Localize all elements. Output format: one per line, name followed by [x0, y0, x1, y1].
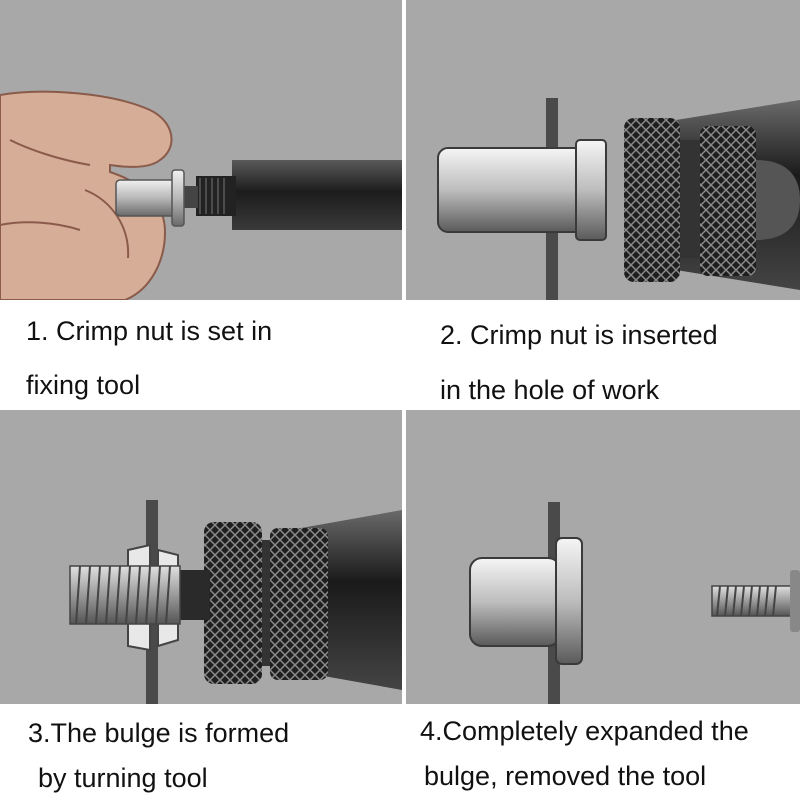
step-1-line-1: 1. Crimp nut is set in — [26, 316, 273, 346]
step-1-line-2: fixing tool — [26, 370, 141, 400]
hand — [0, 90, 173, 300]
removed-tool-screw — [711, 570, 800, 632]
tool-body — [170, 510, 402, 690]
step-3-illustration — [0, 410, 402, 704]
step-4-line-1: 4.Completely expanded the — [420, 716, 749, 746]
step-2-illustration — [406, 0, 800, 300]
step-2-line-1: 2. Crimp nut is inserted — [440, 320, 718, 350]
tool-body — [176, 160, 402, 230]
step-2-drawing — [437, 98, 800, 300]
crimp-nut — [115, 169, 185, 227]
step-3-drawing — [69, 500, 402, 704]
step-4-illustration — [406, 410, 800, 704]
expanded-nut — [469, 537, 583, 665]
step-4-line-2: bulge, removed the tool — [424, 761, 707, 791]
step-3-line-2: by turning tool — [38, 763, 208, 793]
step-1-drawing — [0, 90, 402, 300]
crimp-nut — [437, 139, 607, 241]
step-4-drawing — [469, 502, 800, 704]
step-2-line-2: in the hole of work — [440, 375, 660, 405]
threaded-screw — [69, 565, 181, 625]
step-3-line-1: 3.The bulge is formed — [28, 718, 290, 748]
step-1-illustration — [0, 0, 402, 300]
tool-body — [624, 100, 800, 290]
